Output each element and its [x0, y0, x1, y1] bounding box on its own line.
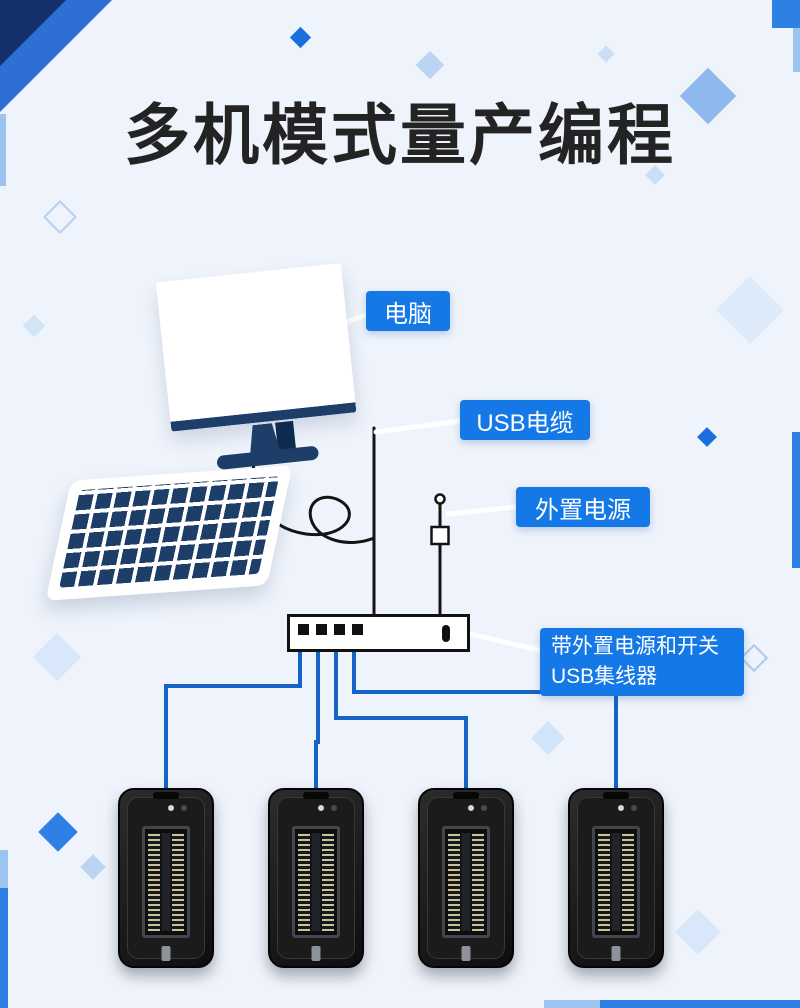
hub-port: [316, 624, 327, 635]
usb-hub-illustration: [287, 614, 470, 652]
programmer-device-illustration: [268, 788, 364, 968]
programmer-led-icon: [330, 805, 337, 811]
zif-pin-column: [598, 833, 610, 931]
callout-usb-hub-label-line2: USB集线器: [551, 665, 658, 688]
programmer-led-icon: [480, 805, 487, 811]
zif-pin-column: [472, 833, 484, 931]
corner-accent: [772, 0, 800, 28]
edge-accent: [0, 114, 6, 186]
zif-lever: [461, 946, 471, 961]
programmer-connector-notch: [153, 792, 179, 799]
programmer-led-icon: [467, 805, 474, 811]
hub-switch: [442, 625, 450, 642]
callout-usb-cable: USB电缆: [460, 400, 590, 440]
edge-accent: [0, 888, 8, 1008]
callout-usb-hub: 带外置电源和开关 USB集线器: [540, 628, 744, 696]
zif-lever: [161, 946, 171, 961]
zif-pin-column: [148, 833, 160, 931]
programmer-connector-notch: [603, 792, 629, 799]
computer-monitor-illustration: [155, 263, 366, 487]
edge-accent: [0, 850, 8, 888]
edge-accent: [600, 1000, 800, 1008]
programmer-device-illustration: [418, 788, 514, 968]
zif-pin-column: [322, 833, 334, 931]
zif-center-slot: [461, 833, 471, 931]
callout-computer: 电脑: [366, 291, 450, 331]
callout-pointer-usb-cable: [373, 417, 471, 435]
programmer-device-illustration: [118, 788, 214, 968]
hub-to-programmer-line-4: [352, 643, 618, 802]
hub-port: [298, 624, 309, 635]
callout-external-power-label: 外置电源: [535, 496, 631, 524]
zif-pin-column: [298, 833, 310, 931]
zif-center-slot: [311, 833, 321, 931]
edge-accent: [792, 432, 800, 568]
zif-lever: [311, 946, 321, 961]
keyboard-illustration: [45, 465, 293, 601]
page-title: 多机模式量产编程: [124, 98, 676, 172]
callout-usb-cable-label: USB电缆: [476, 409, 574, 437]
keyboard-keys: [59, 476, 280, 588]
edge-accent: [544, 1000, 600, 1008]
zif-lever: [611, 946, 621, 961]
programmer-led-icon: [630, 805, 637, 811]
programmer-row: [118, 788, 664, 970]
zif-center-slot: [161, 833, 171, 931]
hub-to-programmer-line-1: [164, 643, 302, 802]
zif-socket: [592, 826, 640, 938]
callout-usb-hub-label-line1: 带外置电源和开关: [551, 634, 719, 658]
zif-socket: [292, 826, 340, 938]
programmer-led-icon: [167, 805, 174, 811]
power-pin-icon: [434, 493, 446, 505]
zif-pin-column: [448, 833, 460, 931]
callout-pointer-hub: [467, 631, 551, 655]
programmer-led-icon: [317, 805, 324, 811]
zif-socket: [142, 826, 190, 938]
hub-to-programmer-line-2: [314, 643, 320, 802]
callout-computer-label: 电脑: [384, 300, 432, 328]
zif-socket: [442, 826, 490, 938]
programmer-connector-notch: [453, 792, 479, 799]
zif-pin-column: [622, 833, 634, 931]
programmer-led-icon: [180, 805, 187, 811]
zif-pin-column: [172, 833, 184, 931]
power-plug-icon: [430, 525, 450, 546]
callout-external-power: 外置电源: [516, 487, 650, 527]
hub-port: [352, 624, 363, 635]
hub-port: [334, 624, 345, 635]
programmer-led-icon: [617, 805, 624, 811]
monitor-screen: [155, 263, 357, 432]
callout-pointer-power: [445, 503, 527, 517]
zif-center-slot: [611, 833, 621, 931]
programmer-connector-notch: [303, 792, 329, 799]
edge-accent: [793, 28, 800, 72]
hub-to-programmer-line-3: [334, 643, 468, 802]
programmer-device-illustration: [568, 788, 664, 968]
